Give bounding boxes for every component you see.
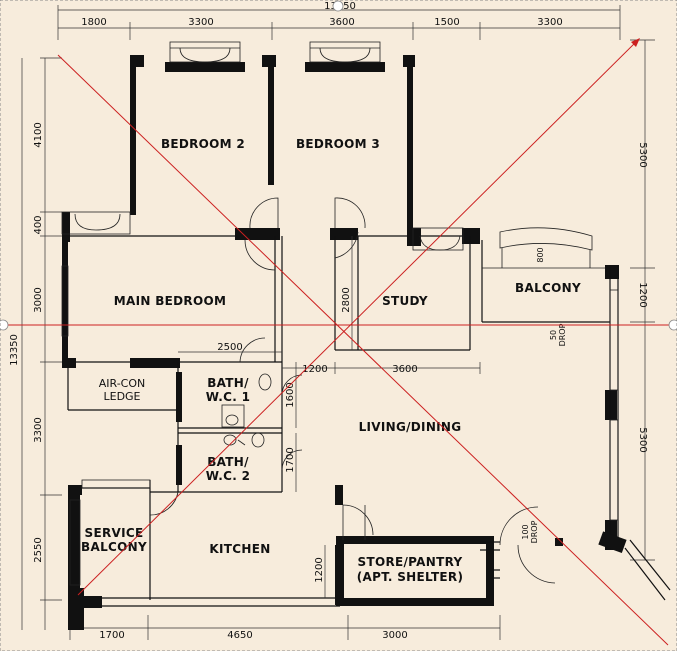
left-dimensions: 13350 4100 400 3000 3300 2550 xyxy=(9,57,62,630)
doors xyxy=(74,47,556,584)
top-dim-3: 3600 xyxy=(329,17,354,28)
resize-handle-right[interactable] xyxy=(668,319,677,331)
top-dim-2: 3300 xyxy=(188,17,213,28)
left-dim-4: 3300 xyxy=(33,417,44,442)
top-dim-5: 3300 xyxy=(537,17,562,28)
windows xyxy=(61,41,619,586)
left-dim-5: 2550 xyxy=(33,537,44,562)
bottom-dimensions: 1700 4650 3000 xyxy=(69,615,501,641)
label-store-2: (APT. SHELTER) xyxy=(357,570,464,584)
drop1-value: 50 xyxy=(549,330,558,340)
label-bath-1b: W.C. 1 xyxy=(206,390,251,404)
label-living-dining: LIVING/DINING xyxy=(359,420,462,434)
inner-dim-2800: 2800 xyxy=(341,287,352,312)
label-service-1: SERVICE xyxy=(85,526,144,540)
inner-dim-1200a: 1200 xyxy=(302,364,327,375)
left-dim-1: 4100 xyxy=(33,122,44,147)
label-study: STUDY xyxy=(382,294,428,308)
label-bath-2a: BATH/ xyxy=(207,455,249,469)
inner-dim-800: 800 xyxy=(536,247,545,262)
drop2-value: 100 xyxy=(521,524,530,539)
resize-handle-left[interactable] xyxy=(0,319,9,331)
inner-dim-1700: 1700 xyxy=(285,447,296,472)
label-bedroom-2: BEDROOM 2 xyxy=(161,137,245,151)
label-aircon-2: LEDGE xyxy=(103,390,140,403)
right-dim-3: 5300 xyxy=(637,427,648,452)
top-dim-4: 1500 xyxy=(434,17,459,28)
label-kitchen: KITCHEN xyxy=(209,542,270,556)
room-labels: BEDROOM 2 BEDROOM 3 MAIN BEDROOM STUDY B… xyxy=(81,137,581,584)
drop2-label: DROP xyxy=(530,520,539,543)
label-balcony: BALCONY xyxy=(515,281,581,295)
walls xyxy=(62,55,671,630)
arrow-head-icon xyxy=(631,38,640,47)
drop1-label: DROP xyxy=(558,323,567,346)
inner-dimensions: 2500 2800 1200 3600 1600 1700 1200 800 5… xyxy=(178,236,567,598)
top-dim-1: 1800 xyxy=(81,17,106,28)
label-store-1: STORE/PANTRY xyxy=(358,555,463,569)
cross-line-2 xyxy=(77,39,639,596)
label-service-2: BALCONY xyxy=(81,540,147,554)
right-dim-1: 5300 xyxy=(637,142,648,167)
left-dim-3: 3000 xyxy=(33,287,44,312)
left-dim-2: 400 xyxy=(33,215,44,234)
label-bath-1a: BATH/ xyxy=(207,376,249,390)
right-dimensions: 5300 1200 5300 xyxy=(630,39,655,561)
label-aircon-1: AIR-CON xyxy=(99,377,146,390)
label-bath-2b: W.C. 2 xyxy=(206,469,251,483)
inner-dim-1200b: 1200 xyxy=(314,557,325,582)
resize-handle-top[interactable] xyxy=(332,0,344,12)
label-main-bedroom: MAIN BEDROOM xyxy=(114,294,226,308)
inner-dim-1600: 1600 xyxy=(285,382,296,407)
bottom-dim-1: 1700 xyxy=(99,630,124,641)
left-total-dim: 13350 xyxy=(9,334,20,366)
bottom-dim-2: 4650 xyxy=(227,630,252,641)
cross-line-1 xyxy=(57,54,669,646)
inner-dim-2500: 2500 xyxy=(217,342,242,353)
right-dim-2: 1200 xyxy=(637,282,648,307)
bottom-dim-3: 3000 xyxy=(382,630,407,641)
inner-dim-3600: 3600 xyxy=(392,364,417,375)
label-bedroom-3: BEDROOM 3 xyxy=(296,137,380,151)
